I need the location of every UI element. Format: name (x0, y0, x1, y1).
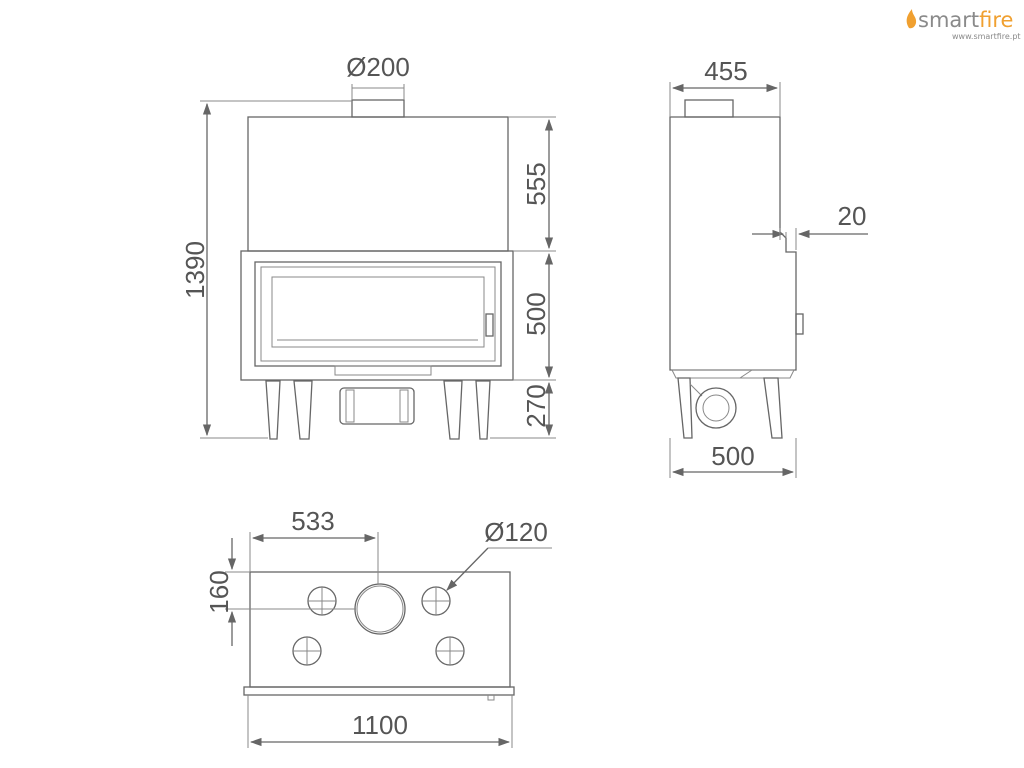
base-plate (334, 365, 432, 376)
leg-front-right-b (475, 380, 491, 440)
top-depth-label: 455 (704, 56, 747, 86)
flue-collar (351, 99, 405, 118)
side-air-inlet-outer (695, 387, 737, 429)
bottom-depth-label: 500 (711, 441, 754, 471)
leg-front-left-a (265, 380, 281, 440)
total-height-label: 1390 (180, 241, 210, 299)
side-base (671, 369, 795, 379)
top-body (249, 571, 511, 688)
svg-text:smartfire: smartfire (918, 8, 1013, 32)
door-glass (271, 276, 485, 348)
front-view: Ø200 1390 555 500 270 (180, 52, 556, 440)
side-knob (795, 313, 804, 335)
side-view: 455 20 500 (669, 56, 868, 478)
width-label: 1100 (352, 710, 408, 740)
top-hole-2 (421, 586, 451, 616)
upper-height-label: 555 (521, 162, 551, 205)
flue-diameter-label: Ø200 (346, 52, 410, 82)
flame-icon (906, 9, 917, 29)
top-front-strip (243, 686, 515, 696)
leg-height-label: 270 (521, 384, 551, 427)
top-hole-1 (307, 586, 337, 616)
top-hole-3 (292, 636, 322, 666)
top-view: 533 160 Ø120 1100 (204, 506, 552, 748)
door-inner (260, 266, 496, 362)
brand-name-a: smart (918, 8, 979, 32)
top-hole-4 (435, 636, 465, 666)
side-flue (684, 99, 734, 118)
side-body (669, 116, 797, 371)
step-label: 20 (838, 201, 867, 231)
top-handle (487, 695, 495, 701)
brand-name-b: fire (979, 8, 1013, 32)
leg-front-right-a (443, 380, 463, 440)
center-offset-label: 533 (291, 506, 334, 536)
air-inlet (339, 387, 415, 425)
door-handle (485, 313, 494, 337)
leg-front-left-b (293, 380, 313, 440)
brand-url: www.smartfire.pt (952, 32, 1021, 41)
side-air-inlet-inner (702, 394, 730, 422)
top-flue-hole (354, 583, 406, 635)
upper-hood (247, 116, 509, 252)
hole-diameter-label: Ø120 (484, 517, 548, 547)
firebox-frame (240, 250, 514, 381)
hole-offset-label: 160 (204, 570, 234, 613)
door-height-label: 500 (521, 292, 551, 335)
side-leg-left (677, 377, 693, 439)
brand-logo: smartfire www.smartfire.pt (906, 8, 1021, 41)
side-leg-right (763, 377, 783, 439)
door-outer (254, 261, 502, 367)
